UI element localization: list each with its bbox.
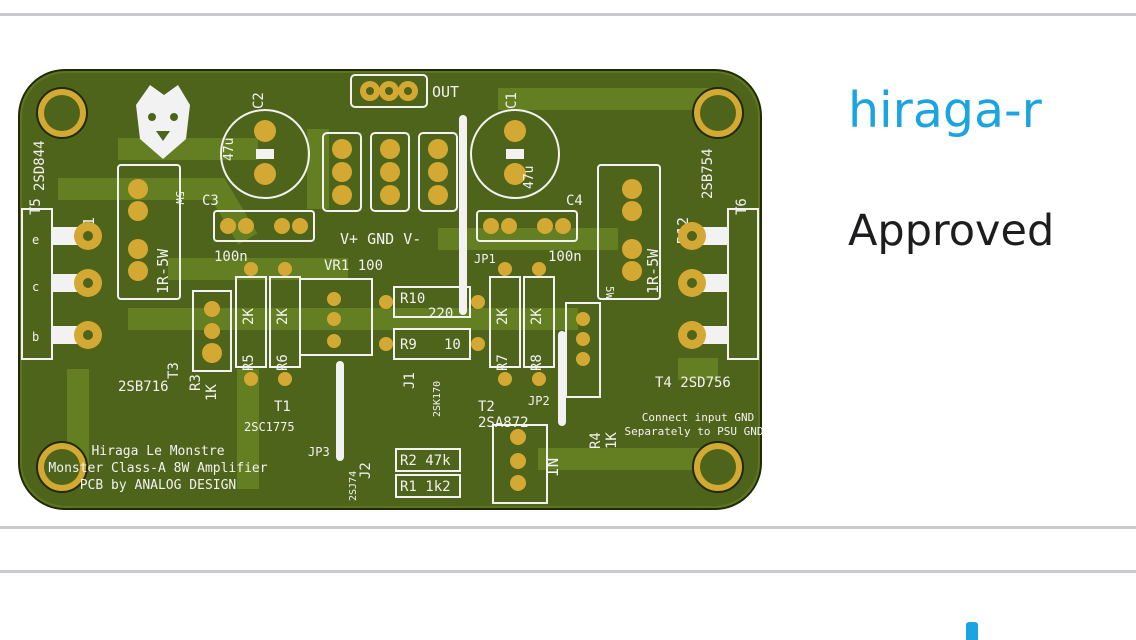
svg-text:IN: IN xyxy=(543,458,562,477)
svg-text:5W: 5W xyxy=(173,191,186,205)
svg-text:VR1 100: VR1 100 xyxy=(324,258,383,274)
svg-text:220: 220 xyxy=(428,306,453,322)
svg-text:V+ GND V-: V+ GND V- xyxy=(340,230,421,248)
svg-text:JP1: JP1 xyxy=(474,252,496,266)
svg-text:J2: J2 xyxy=(358,462,374,479)
svg-text:R10: R10 xyxy=(400,291,425,307)
svg-text:T6: T6 xyxy=(734,198,750,215)
svg-text:2SK170: 2SK170 xyxy=(432,381,443,417)
svg-text:1K: 1K xyxy=(604,432,620,449)
next-card-title-fragment[interactable] xyxy=(966,622,978,640)
svg-text:J1: J1 xyxy=(402,372,418,389)
credit-line-3: PCB by ANALOG DESIGN xyxy=(80,478,237,493)
svg-text:R7: R7 xyxy=(495,354,511,371)
svg-text:47u: 47u xyxy=(222,138,237,161)
svg-text:C1: C1 xyxy=(504,92,520,109)
project-card[interactable]: OUT C2 47u C1 47u V+ GND V- xyxy=(0,16,1136,526)
svg-text:JP2: JP2 xyxy=(528,394,550,408)
svg-text:Connect input GND: Connect input GND xyxy=(642,411,755,424)
svg-text:R2 47k: R2 47k xyxy=(400,453,451,469)
svg-text:b: b xyxy=(32,330,39,344)
svg-text:100n: 100n xyxy=(548,249,582,265)
pcb-preview-image[interactable]: OUT C2 47u C1 47u V+ GND V- xyxy=(18,69,764,510)
svg-text:10: 10 xyxy=(444,337,461,353)
credit-line-1: Hiraga Le Monstre xyxy=(91,444,224,459)
svg-text:2SB754: 2SB754 xyxy=(700,148,716,199)
svg-text:R4: R4 xyxy=(588,432,604,449)
svg-text:2SC1775: 2SC1775 xyxy=(244,420,295,434)
svg-text:2K: 2K xyxy=(241,308,257,325)
svg-text:2K: 2K xyxy=(275,308,291,325)
svg-text:2SB716: 2SB716 xyxy=(118,379,169,395)
svg-text:2SA872: 2SA872 xyxy=(478,415,529,431)
svg-text:R1 1k2: R1 1k2 xyxy=(400,479,451,495)
svg-text:e: e xyxy=(32,233,39,247)
svg-text:1R-5W: 1R-5W xyxy=(644,248,662,294)
svg-text:T3: T3 xyxy=(166,362,182,379)
svg-text:C4: C4 xyxy=(566,193,583,209)
svg-text:T1: T1 xyxy=(274,399,291,415)
svg-text:JP3: JP3 xyxy=(308,445,330,459)
label-out: OUT xyxy=(432,83,459,101)
project-status: Approved xyxy=(848,206,1055,256)
svg-text:2SJ74: 2SJ74 xyxy=(348,471,359,501)
svg-text:1R-5W: 1R-5W xyxy=(154,248,172,294)
top-divider xyxy=(0,13,1136,16)
svg-text:R3: R3 xyxy=(188,374,204,391)
svg-text:2K: 2K xyxy=(495,308,511,325)
svg-text:R8: R8 xyxy=(529,354,545,371)
svg-text:47u: 47u xyxy=(522,166,537,189)
svg-text:C3: C3 xyxy=(202,193,219,209)
svg-text:T5: T5 xyxy=(28,198,44,215)
svg-text:C2: C2 xyxy=(251,92,267,109)
svg-text:R9: R9 xyxy=(400,337,417,353)
svg-text:T4 2SD756: T4 2SD756 xyxy=(655,375,731,391)
svg-text:1K: 1K xyxy=(204,384,220,401)
svg-text:100n: 100n xyxy=(214,249,248,265)
credit-line-2: Monster Class-A 8W Amplifier xyxy=(48,461,267,476)
lion-logo xyxy=(136,85,190,159)
svg-text:2SD844: 2SD844 xyxy=(32,140,48,191)
card-divider-bottom xyxy=(0,526,1136,529)
project-title-link[interactable]: hiraga-r xyxy=(848,82,1042,139)
svg-text:5W: 5W xyxy=(603,286,616,300)
svg-text:Separately to PSU GND: Separately to PSU GND xyxy=(624,425,762,438)
svg-text:T2: T2 xyxy=(478,399,495,415)
svg-text:R6: R6 xyxy=(275,354,291,371)
svg-text:c: c xyxy=(32,280,39,294)
svg-text:2K: 2K xyxy=(529,308,545,325)
svg-text:R5: R5 xyxy=(241,354,257,371)
card-divider-next xyxy=(0,570,1136,573)
